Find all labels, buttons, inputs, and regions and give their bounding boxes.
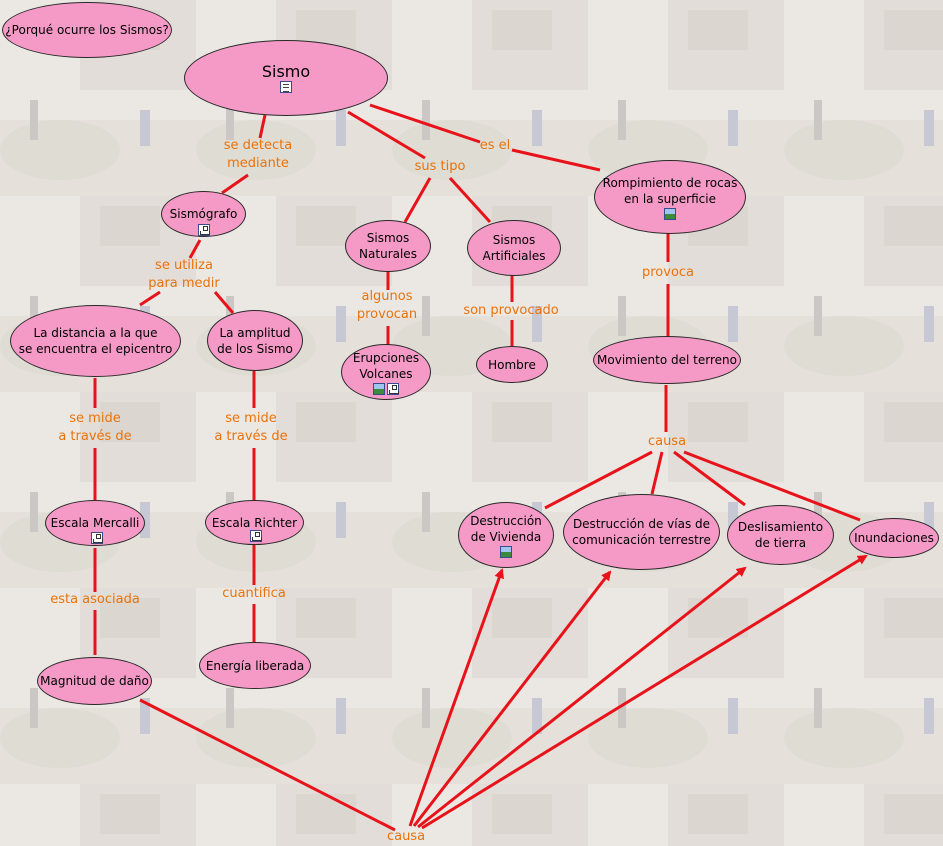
question-node[interactable]: ¿Porqué ocurre los Sismos? — [2, 2, 172, 58]
link-algunos-provocan[interactable]: algunos provocan — [356, 289, 418, 322]
link-esta-asociada[interactable]: esta asociada — [50, 592, 140, 607]
image-icon[interactable] — [500, 545, 512, 558]
concept-distancia-text: La distancia a la que se encuentra el ep… — [18, 326, 173, 356]
concept-sismos-artificiales[interactable]: Sismos Artificiales — [467, 220, 561, 276]
doc-icon[interactable] — [280, 80, 292, 93]
arrow-causa-vias — [412, 570, 612, 827]
arrow-causa-inundaciones — [421, 554, 868, 830]
concept-energia-liberada[interactable]: Energía liberada — [199, 642, 311, 689]
concept-map-icon[interactable] — [91, 532, 103, 544]
arrow-causa-deslizamiento — [417, 566, 747, 829]
edge-sismo-esel — [369, 103, 481, 144]
concept-naturales-text: Sismos Naturales — [359, 231, 417, 261]
concept-amplitud-text: La amplitud de los Sismo — [217, 325, 293, 356]
image-icon[interactable] — [664, 207, 676, 220]
edge-causa-inundaciones — [683, 450, 861, 522]
concept-erupciones-text: Erupciones Volcanes — [352, 350, 420, 381]
concept-escala-richter[interactable]: Escala Richter — [205, 500, 304, 545]
concept-deslizamiento-tierra[interactable]: Deslisamiento de tierra — [727, 505, 834, 565]
concept-inundaciones[interactable]: Inundaciones — [849, 518, 939, 558]
concept-richter-text: Escala Richter — [211, 515, 298, 530]
concept-escala-mercalli[interactable]: Escala Mercalli — [45, 500, 145, 546]
concept-deslizamiento-text: Deslisamiento de tierra — [737, 520, 824, 550]
edge-sedetecta-sismografo — [221, 173, 249, 195]
edge-seutiliza-amplitud — [213, 291, 235, 314]
concept-rompimiento-text: Rompimiento de rocas en la superficie — [602, 175, 738, 206]
concept-sismografo-text: Sismógrafo — [169, 207, 238, 221]
concept-vias-text: Destrucción de vías de comunicación terr… — [572, 517, 711, 547]
concept-rompimiento-rocas[interactable]: Rompimiento de rocas en la superficie — [594, 160, 746, 234]
concept-energia-text: Energía liberada — [205, 658, 305, 673]
link-provoca[interactable]: provoca — [641, 265, 695, 280]
edge-sismografo-seutiliza — [188, 239, 202, 259]
concept-amplitud[interactable]: La amplitud de los Sismo — [207, 310, 303, 371]
link-se-mide-richter[interactable]: se mide a través de — [214, 411, 288, 444]
concept-sismo[interactable]: Sismo — [184, 40, 388, 116]
edge-sismo-sedetecta — [258, 114, 267, 139]
image-icon[interactable] — [373, 382, 385, 395]
link-se-detecta[interactable]: se detecta mediante — [223, 138, 293, 171]
link-se-utiliza[interactable]: se utiliza para medir — [148, 258, 220, 291]
concept-hombre-text: Hombre — [488, 357, 536, 372]
concept-movimiento-terreno[interactable]: Movimiento del terreno — [593, 336, 741, 384]
concept-sismo-text: Sismo — [261, 61, 311, 81]
concept-artificiales-text: Sismos Artificiales — [482, 233, 546, 263]
concept-vivienda-text: Destrucción de Vivienda — [470, 513, 542, 544]
edge-esel-rompimiento — [511, 148, 601, 172]
edge-causa-vias — [650, 451, 664, 495]
concept-magnitud-text: Magnitud de daño — [40, 674, 149, 688]
link-causa-movimiento[interactable]: causa — [647, 434, 687, 449]
concept-mercalli-text: Escala Mercalli — [50, 516, 140, 530]
link-son-provocado[interactable]: son provocado — [463, 303, 559, 318]
edge-causa-vivienda — [544, 450, 653, 510]
concept-map-icon[interactable] — [250, 530, 262, 542]
concept-destruccion-vias[interactable]: Destrucción de vías de comunicación terr… — [563, 494, 720, 570]
edge-sismo-sustipo — [347, 110, 426, 160]
question-text: ¿Porqué ocurre los Sismos? — [5, 23, 169, 37]
concept-map-icon[interactable] — [387, 382, 399, 395]
concept-inundaciones-text: Inundaciones — [854, 531, 934, 545]
arrow-causa-vivienda — [408, 568, 504, 827]
link-es-el[interactable]: es el — [479, 138, 511, 153]
concept-distancia[interactable]: La distancia a la que se encuentra el ep… — [10, 305, 181, 377]
concept-hombre[interactable]: Hombre — [476, 346, 548, 383]
edge-magnitud-causa — [139, 698, 396, 832]
concept-destruccion-vivienda[interactable]: Destrucción de Vivienda — [458, 502, 554, 568]
concept-map-icon[interactable] — [198, 224, 210, 236]
concept-movimiento-text: Movimiento del terreno — [597, 353, 737, 367]
edge-sustipo-artificiales — [448, 176, 492, 224]
link-sus-tipo[interactable]: sus tipo — [414, 159, 466, 174]
concept-erupciones[interactable]: Erupciones Volcanes — [341, 344, 431, 400]
edge-seutiliza-distancia — [139, 290, 161, 307]
link-cuantifica[interactable]: cuantifica — [222, 586, 286, 601]
concept-magnitud-dano[interactable]: Magnitud de daño — [37, 657, 152, 705]
edge-sustipo-naturales — [403, 177, 432, 223]
link-causa-magnitud[interactable]: causa — [386, 829, 426, 844]
link-se-mide-mercalli[interactable]: se mide a través de — [58, 411, 132, 444]
edge-causa-deslizamiento — [673, 450, 746, 507]
concept-sismos-naturales[interactable]: Sismos Naturales — [345, 220, 431, 272]
concept-sismografo[interactable]: Sismógrafo — [161, 191, 246, 237]
